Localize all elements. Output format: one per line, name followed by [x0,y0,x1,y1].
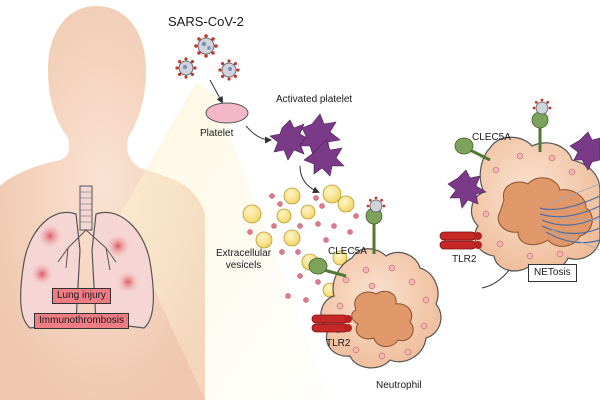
vesicle-small [269,193,275,199]
vesicle-small [347,229,353,235]
arrow-virus-to-platelet [209,79,223,104]
virus-particle [366,196,386,213]
activated-platelet-label: Activated platelet [276,94,353,105]
vesicle-small [331,223,337,229]
tlr2-receptor [439,231,482,250]
vesicle-small [303,297,309,303]
neutrophil-nucleus [351,290,414,347]
virus-particle [218,59,240,81]
clec5a-receptor [531,111,549,152]
vesicle-large [332,250,348,266]
lung-lesion [116,270,140,294]
light-beam [120,82,330,400]
immunothrombosis-label: Immunothrombosis [34,313,130,329]
lung-injury-label: Lung injury [52,288,111,304]
vesicle-large [283,229,301,247]
vesicle-large [242,204,262,224]
arrow-activated-to-vesicles [299,165,320,194]
netosis-nucleus [497,177,593,247]
vesicle-small [315,221,321,227]
vesicle-large [322,184,342,204]
vesicle-small [323,237,329,243]
vesicle-small [319,203,325,209]
tlr2-label-right: TLR2 [452,254,477,265]
vesicle-small [297,273,303,279]
bronchi [57,229,117,271]
vesicle-small [313,195,319,201]
clec5a-receptor [454,137,491,162]
trachea [79,185,93,231]
clec5a-receptor [365,207,383,254]
netosis-label: NETosis [528,264,577,282]
vesicle-large [337,195,355,213]
extracellular-vesicles-label: Extracellular vesicels [216,248,272,271]
activated-platelet [269,119,311,161]
extracellular-vesicles [242,184,359,303]
lung-lesion [37,223,63,249]
neutrophil-label: Neutrophil [376,380,422,391]
vesicle-small [315,279,321,285]
activated-platelet [447,169,487,209]
tlr2-receptor [311,314,352,333]
vesicle-small [271,223,277,229]
activated-platelet [569,131,600,171]
vesicle-large [283,187,301,205]
lung-lesion [30,262,54,286]
vesicle-small [285,293,291,299]
clec5a-label-right: CLEC5A [472,132,511,143]
vesicle-large [255,231,273,249]
vesicle-small [353,213,359,219]
virus-cluster [175,34,240,81]
netosis-cell [470,136,600,273]
neutrophil-cell [320,248,442,369]
vesicle-small [279,249,285,255]
vesicle-small [295,249,301,255]
vesicle-large [276,208,292,224]
virus-label: SARS-CoV-2 [168,14,244,29]
vesicle-small [277,201,283,207]
activated-platelet-cluster [269,113,345,177]
vesicle-small [247,229,253,235]
activated-platelet [303,139,345,177]
virus-particle [175,57,197,79]
tlr2-label-left: TLR2 [326,338,351,349]
vesicle-large [300,204,316,220]
platelet-shape [205,102,249,124]
virus-particle [194,34,218,58]
vesicle-small [297,223,303,229]
clec5a-receptor [308,257,347,278]
clec5a-label-left: CLEC5A [328,246,367,257]
virus-particle [532,98,552,115]
lung-lesion [105,233,131,259]
arrow-platelet-to-activated [245,125,272,144]
platelet-label: Platelet [200,128,234,139]
